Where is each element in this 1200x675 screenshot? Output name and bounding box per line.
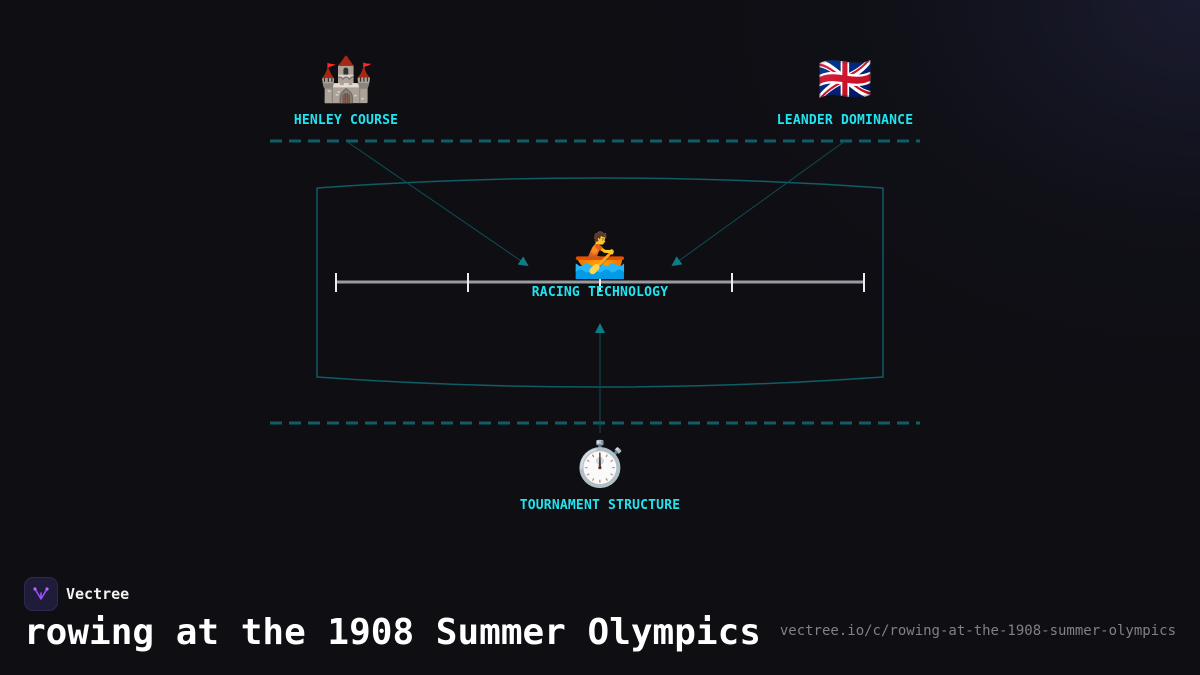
arrow-leander-to-racing: [671, 140, 846, 267]
brand-name: Vectree: [66, 585, 130, 603]
arrow-henley-to-racing: [345, 140, 529, 267]
node-henley-course[interactable]: 🏰 HENLEY COURSE: [293, 54, 399, 129]
node-tournament-structure[interactable]: ⏱️ TOURNAMENT STRUCTURE: [519, 439, 681, 514]
uk-flag-icon: 🇬🇧: [817, 54, 873, 105]
rowing-boat-icon: 🚣: [572, 230, 628, 281]
node-label: LEANDER DOMINANCE: [776, 113, 914, 128]
page-url[interactable]: vectree.io/c/rowing-at-the-1908-summer-o…: [779, 623, 1176, 639]
node-label: RACING TECHNOLOGY: [531, 285, 669, 300]
node-racing-technology[interactable]: 🚣 RACING TECHNOLOGY: [531, 230, 669, 301]
node-label: TOURNAMENT STRUCTURE: [519, 498, 681, 513]
castle-icon: 🏰: [318, 54, 374, 105]
node-leander-dominance[interactable]: 🇬🇧 LEANDER DOMINANCE: [776, 54, 914, 129]
central-frame: [316, 177, 884, 388]
page-title: rowing at the 1908 Summer Olympics: [24, 612, 761, 653]
stopwatch-icon: ⏱️: [572, 439, 628, 490]
brand[interactable]: Vectree: [24, 577, 129, 611]
vectree-logo-icon: [24, 577, 58, 611]
node-label: HENLEY COURSE: [293, 113, 399, 128]
